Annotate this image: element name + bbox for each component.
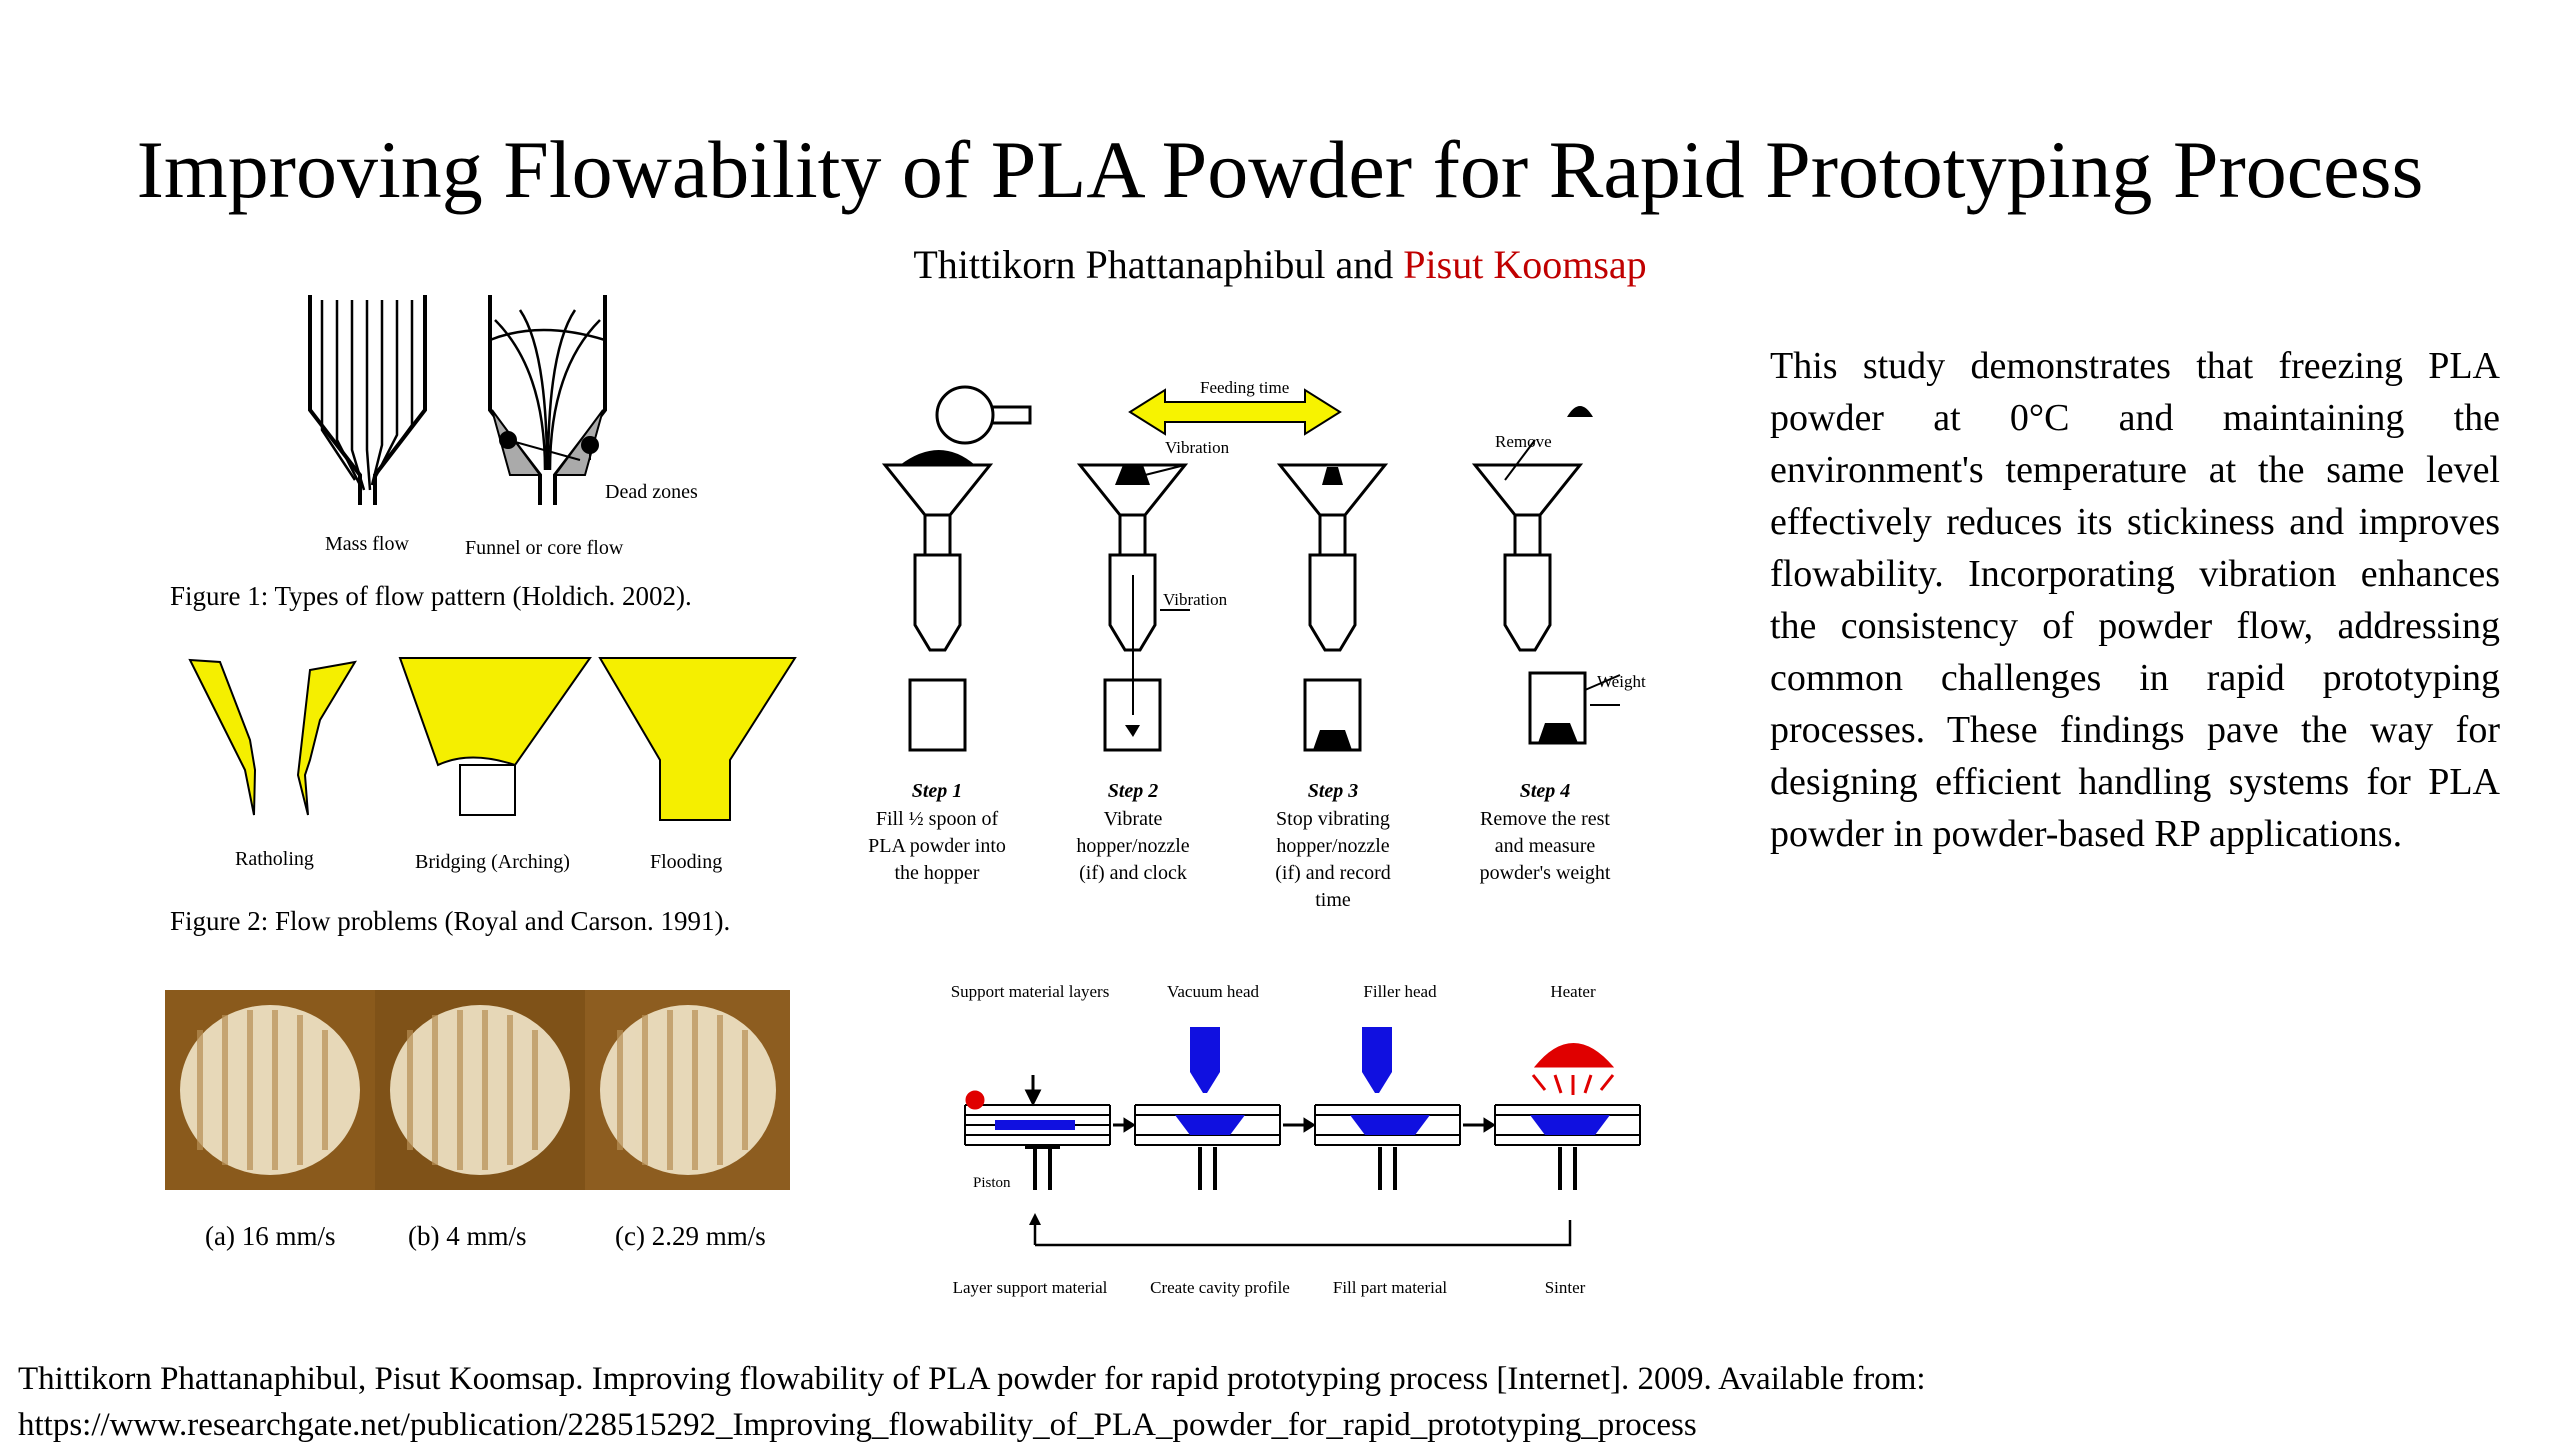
svg-text:Step 3: Step 3 [1308, 780, 1359, 802]
heater-label: Heater [1550, 982, 1596, 1001]
step-4-caption: Step 4 Remove the rest and measure powde… [1480, 780, 1611, 884]
flooding-hopper [598, 657, 797, 821]
reference-citation: Thittikorn Phattanaphibul, Pisut Koomsap… [18, 1356, 2538, 1448]
svg-text:Vibrate: Vibrate [1104, 808, 1163, 830]
reference-line-1: Thittikorn Phattanaphibul, Pisut Koomsap… [18, 1361, 1926, 1397]
funnel-flow-label: Funnel or core flow [465, 537, 624, 559]
svg-text:hopper/nozzle: hopper/nozzle [1076, 835, 1189, 857]
bridging-label: Bridging (Arching) [415, 851, 570, 873]
step-fill-part-label: Fill part material [1333, 1278, 1448, 1297]
svg-text:Fill ½ spoon of: Fill ½ spoon of [876, 808, 999, 830]
author-joiner: and [1335, 242, 1394, 287]
feeding-time-label: Feeding time [1200, 378, 1289, 397]
svg-text:the hopper: the hopper [895, 862, 980, 884]
svg-text:(if) and clock: (if) and clock [1079, 862, 1187, 884]
flooding-label: Flooding [650, 851, 722, 873]
figure-flow-patterns: Mass flow Funnel or core flow Dead zones… [170, 295, 698, 611]
figure1-caption: Figure 1: Types of flow pattern (Holdich… [170, 581, 692, 611]
step-layer-support-label: Layer support material [953, 1278, 1108, 1297]
piston-label: Piston [973, 1175, 1011, 1191]
weight-label: Weight [1597, 672, 1646, 691]
author-second: Pisut Koomsap [1403, 242, 1647, 287]
figure2-caption: Figure 2: Flow problems (Royal and Carso… [170, 906, 730, 936]
svg-text:Stop vibrating: Stop vibrating [1276, 808, 1390, 830]
sample-label-a: (a) 16 mm/s [205, 1221, 335, 1251]
svg-text:powder's weight: powder's weight [1480, 862, 1611, 884]
figure-printed-samples: (a) 16 mm/s (b) 4 mm/s (c) 2.29 mm/s [165, 990, 790, 1251]
ratholing-label: Ratholing [235, 848, 314, 870]
svg-text:Step 4: Step 4 [1520, 780, 1571, 802]
vacuum-head-label: Vacuum head [1167, 982, 1260, 1001]
step-sinter-label: Sinter [1545, 1278, 1586, 1297]
figure-flow-problems: Ratholing Bridging (Arching) Flooding Fi… [170, 657, 797, 936]
authors-line: Thittikorn Phattanaphibul and Pisut Koom… [0, 240, 2560, 290]
bridging-hopper [398, 657, 592, 816]
step-3-caption: Step 3 Stop vibrating hopper/nozzle (if)… [1275, 780, 1391, 911]
svg-text:hopper/nozzle: hopper/nozzle [1276, 835, 1389, 857]
svg-text:Remove the rest: Remove the rest [1480, 808, 1610, 830]
vibration-label-top: Vibration [1165, 438, 1230, 457]
figure-rp-process: Support material layers Vacuum head Fill… [951, 982, 1641, 1297]
author-first: Thittikorn Phattanaphibul [913, 242, 1326, 287]
mass-flow-hopper [308, 295, 427, 505]
vibration-label-mid: Vibration [1163, 590, 1228, 609]
roller-icon [965, 1090, 985, 1110]
svg-text:Step 2: Step 2 [1108, 780, 1159, 802]
reference-url[interactable]: https://www.researchgate.net/publication… [18, 1407, 1697, 1443]
svg-text:Step 1: Step 1 [912, 780, 963, 802]
feeding-time-arrow: Feeding time [1128, 378, 1342, 436]
ratholing-hopper [188, 658, 357, 816]
sample-label-c: (c) 2.29 mm/s [615, 1221, 766, 1251]
step-2-caption: Step 2 Vibrate hopper/nozzle (if) and cl… [1076, 780, 1189, 884]
svg-text:(if) and record: (if) and record [1275, 862, 1391, 884]
filler-head-label: Filler head [1363, 982, 1437, 1001]
page-title: Improving Flowability of PLA Powder for … [136, 124, 2424, 215]
summary-paragraph: This study demonstrates that freezing PL… [1770, 345, 2500, 855]
remove-label: Remove [1495, 432, 1552, 451]
svg-text:time: time [1315, 889, 1351, 911]
svg-text:PLA powder into: PLA powder into [868, 835, 1006, 857]
figure-experiment-steps: Feeding time Vibration Vibration Remove … [868, 378, 1646, 911]
mass-flow-label: Mass flow [325, 533, 409, 555]
step-create-cavity-label: Create cavity profile [1150, 1278, 1290, 1297]
step-1-caption: Step 1 Fill ½ spoon of PLA powder into t… [868, 780, 1006, 884]
support-layers-label: Support material layers [951, 982, 1110, 1001]
svg-text:and measure: and measure [1495, 835, 1596, 857]
sample-label-b: (b) 4 mm/s [408, 1221, 527, 1251]
funnel-flow-hopper [488, 295, 607, 505]
dead-zones-label: Dead zones [605, 481, 698, 503]
